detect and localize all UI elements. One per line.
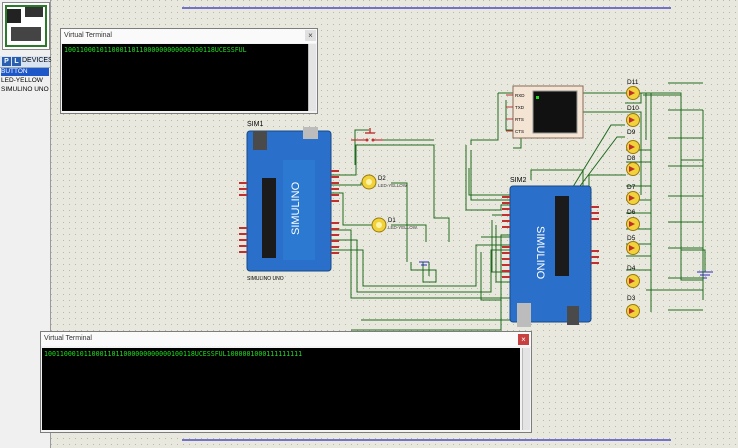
sim2-brand-label: SIMULINO bbox=[534, 226, 546, 280]
led-d6-ref: D6 bbox=[627, 209, 636, 216]
device-item-led-yellow[interactable]: LED-YELLOW bbox=[1, 77, 43, 84]
sim2-reference: SIM2 bbox=[510, 177, 526, 184]
virtual-terminal-window-bottom[interactable]: Virtual Terminal × 100110001011000110110… bbox=[40, 331, 532, 433]
led-d4-ref: D4 bbox=[627, 265, 636, 272]
led-column bbox=[626, 86, 640, 318]
push-button[interactable] bbox=[351, 128, 383, 142]
ground-symbol bbox=[697, 250, 713, 279]
vt-pin-txd: TXD bbox=[515, 105, 525, 110]
vt-pin-rxd: RXD bbox=[515, 93, 525, 98]
led-d6[interactable] bbox=[626, 217, 640, 231]
terminal-output[interactable]: 10011000101100011011000000000000100118UC… bbox=[62, 44, 308, 111]
terminal-scrollbar[interactable] bbox=[308, 44, 316, 111]
led-d10-ref: D10 bbox=[627, 105, 639, 112]
led-d11[interactable] bbox=[626, 86, 640, 100]
simulino-board-sim2[interactable] bbox=[502, 185, 599, 327]
sim1-brand-label: SIMULINO bbox=[290, 181, 302, 235]
overview-preview bbox=[5, 5, 47, 47]
led-d9-ref: D9 bbox=[627, 129, 636, 136]
virtual-terminal-symbol[interactable] bbox=[506, 85, 584, 139]
led-d5[interactable] bbox=[626, 241, 640, 255]
device-toolbar: P L DEVICES bbox=[0, 56, 53, 68]
terminal-scrollbar[interactable] bbox=[522, 348, 530, 430]
led-d1-ref: D1 bbox=[388, 218, 396, 224]
led-d8-ref: D8 bbox=[627, 155, 636, 162]
led-d2[interactable] bbox=[361, 174, 377, 190]
device-item-button[interactable]: BUTTON bbox=[1, 68, 49, 76]
led-d4[interactable] bbox=[626, 274, 640, 288]
library-button[interactable]: L bbox=[12, 57, 21, 66]
led-d2-value: LED-YELLOW bbox=[378, 183, 408, 188]
led-d5-ref: D5 bbox=[627, 235, 636, 242]
led-d9[interactable] bbox=[626, 140, 640, 154]
devices-label: DEVICES bbox=[22, 57, 53, 64]
led-d7[interactable] bbox=[626, 191, 640, 205]
led-d2-ref: D2 bbox=[378, 176, 386, 182]
sim1-caption: SIMULINO UNO bbox=[247, 276, 284, 282]
led-d7-ref: D7 bbox=[627, 184, 636, 191]
ground-symbol-mid bbox=[419, 261, 429, 266]
overview-thumbnail[interactable] bbox=[2, 2, 50, 50]
led-d10[interactable] bbox=[626, 113, 640, 127]
device-item-simulino-uno[interactable]: SIMULINO UNO bbox=[1, 86, 49, 93]
close-icon[interactable]: × bbox=[518, 334, 529, 345]
vt-pin-cts: CTS bbox=[515, 129, 524, 134]
simulino-board-sim1[interactable] bbox=[239, 127, 339, 272]
virtual-terminal-title: Virtual Terminal bbox=[61, 29, 317, 43]
led-d8[interactable] bbox=[626, 162, 640, 176]
pick-device-button[interactable]: P bbox=[2, 57, 11, 66]
device-panel: P L DEVICES BUTTON LED-YELLOW SIMULINO U… bbox=[0, 0, 53, 448]
close-icon[interactable]: × bbox=[305, 30, 316, 41]
terminal-output[interactable]: 10011000101100011011000000000000100118UC… bbox=[42, 348, 520, 430]
sim1-reference: SIM1 bbox=[247, 121, 263, 128]
led-d3-ref: D3 bbox=[627, 295, 636, 302]
virtual-terminal-window-top[interactable]: Virtual Terminal × 100110001011000110110… bbox=[60, 28, 318, 114]
led-d11-ref: D11 bbox=[627, 79, 639, 86]
vt-pin-rts: RTS bbox=[515, 117, 524, 122]
virtual-terminal-title: Virtual Terminal bbox=[41, 332, 531, 346]
led-d3[interactable] bbox=[626, 304, 640, 318]
led-d1-value: LED-YELLOW bbox=[388, 225, 418, 230]
led-d1[interactable] bbox=[371, 217, 387, 233]
